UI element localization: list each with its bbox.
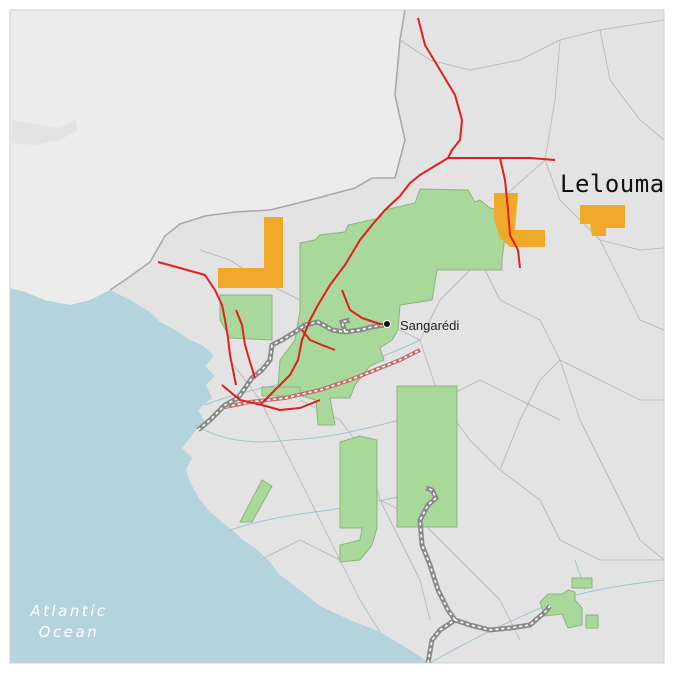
- green-concession-southeast: [539, 589, 583, 629]
- red-roads: [157, 17, 556, 411]
- road-west-branch: [235, 309, 256, 379]
- railway-gray-north: [196, 317, 385, 432]
- road-northeast: [499, 157, 521, 269]
- international-border: [109, 10, 406, 291]
- town-label-sangaredi[interactable]: Sangarédi: [400, 318, 460, 333]
- coastal-island: [12, 120, 78, 145]
- road-west: [157, 261, 237, 386]
- ocean-label-line1: Atlantic: [30, 602, 108, 620]
- green-concession-coastal: [239, 479, 273, 523]
- green-concession-west: [219, 294, 273, 341]
- green-concession-southeast-tiny: [585, 614, 599, 629]
- black-dot-icon[interactable]: [383, 320, 391, 328]
- green-concession-south: [339, 435, 378, 563]
- neighbour-country: [10, 10, 405, 305]
- road-southwest: [221, 384, 321, 411]
- railway-red: [219, 348, 421, 410]
- region-label-lelouma[interactable]: Lelouma: [560, 170, 665, 198]
- road-sangaredi: [341, 289, 385, 326]
- ocean-label-line2: Ocean: [38, 623, 100, 641]
- orange-concessions: [218, 193, 625, 288]
- railway-gray-south: [417, 485, 552, 663]
- green-concession-southeast-small: [571, 577, 593, 589]
- orange-concession-east: [580, 205, 625, 236]
- road-sangaredi-west: [301, 329, 336, 351]
- road-north-trunk: [417, 17, 463, 159]
- road-west-to-east: [259, 157, 556, 406]
- green-concession-central: [396, 385, 458, 528]
- map-frame-border: [9, 9, 665, 664]
- orange-concession-west: [218, 217, 283, 288]
